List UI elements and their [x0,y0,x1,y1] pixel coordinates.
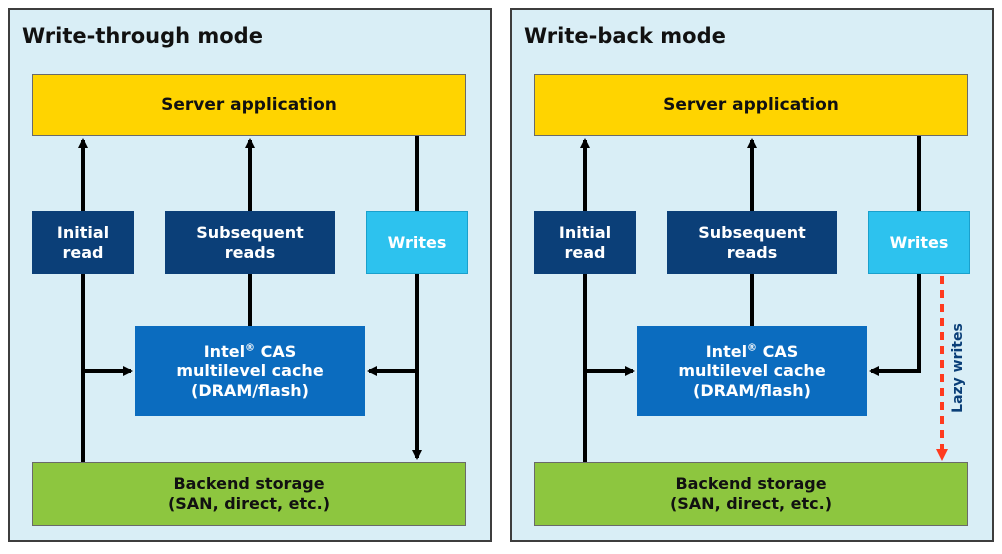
writes-box: Writes [366,211,468,274]
backend-storage-box: Backend storage (SAN, direct, etc.) [32,462,466,526]
cache-line3: (DRAM/flash) [191,380,309,400]
backend-line1: Backend storage [675,474,827,494]
backend-storage-box: Backend storage (SAN, direct, etc.) [534,462,968,526]
backend-line1: Backend storage [173,474,325,494]
backend-line2: (SAN, direct, etc.) [669,494,833,513]
panel-title: Write-back mode [524,24,726,48]
subsequent-reads-box: Subsequent reads [165,211,335,274]
initial-read-line2: read [564,242,606,262]
cache-line1: Intel® CAS [705,341,799,361]
subsequent-reads-line2: reads [224,242,276,262]
server-application-box: Server application [32,74,466,136]
subsequent-reads-line1: Subsequent [698,222,806,242]
cache-line2: multilevel cache [176,361,324,381]
initial-read-line1: Initial [56,222,110,242]
backend-line2: (SAN, direct, etc.) [167,494,331,513]
writes-to-cache-arrow [869,274,921,376]
cache-box: Intel® CAS multilevel cache (DRAM/flash) [135,326,365,416]
initial-read-box: Initial read [534,211,636,274]
write-back-panel: Write-back mode Server application Initi… [510,8,994,542]
initial-read-box: Initial read [32,211,134,274]
cache-line3: (DRAM/flash) [693,380,811,400]
initial-read-line2: read [62,242,104,262]
cache-line1: Intel® CAS [203,341,297,361]
subsequent-reads-box: Subsequent reads [667,211,837,274]
subsequent-reads-line1: Subsequent [196,222,304,242]
lazy-writes-label: Lazy writes [950,323,966,413]
write-through-panel: Write-through mode Server application In… [8,8,492,542]
writes-box: Writes [868,211,970,274]
server-application-box: Server application [534,74,968,136]
cache-box: Intel® CAS multilevel cache (DRAM/flash) [637,326,867,416]
subsequent-reads-line2: reads [726,242,778,262]
panel-title: Write-through mode [22,24,263,48]
initial-read-line1: Initial [558,222,612,242]
cache-line2: multilevel cache [678,361,826,381]
